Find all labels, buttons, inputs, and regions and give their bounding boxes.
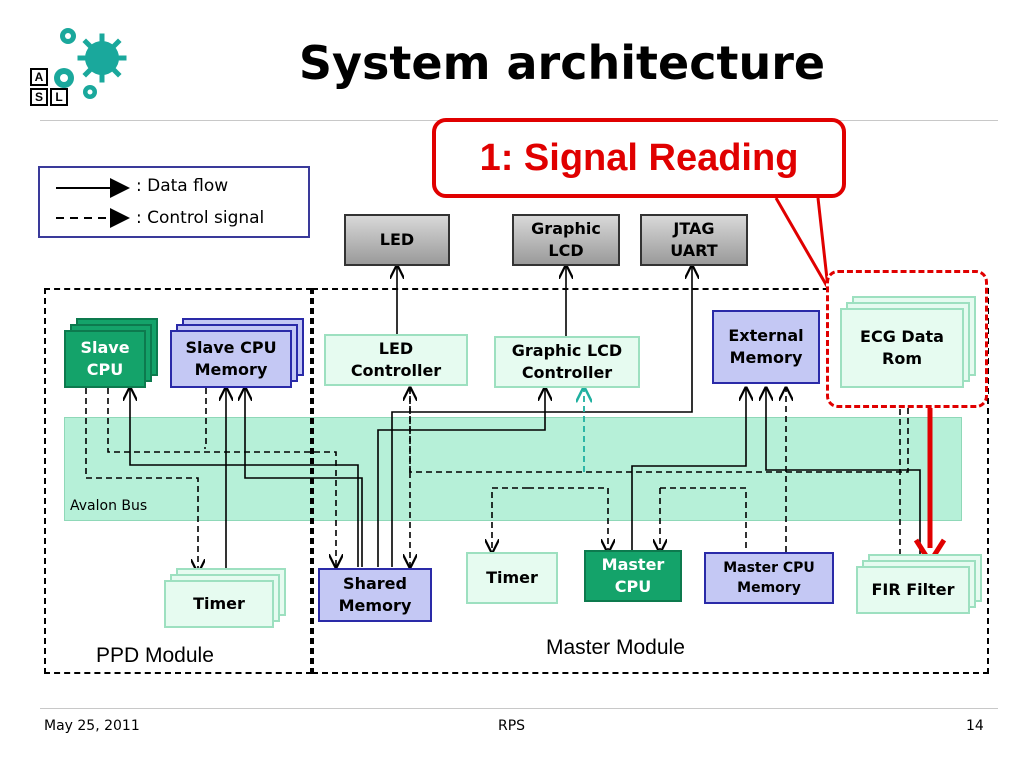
slide-title: System architecture (298, 36, 826, 90)
asl-logo: A S L (28, 22, 128, 112)
footer-center: RPS (498, 718, 526, 734)
fir-filter[interactable]: FIR Filter (856, 566, 970, 614)
footer-date: May 25, 2011 (44, 718, 140, 734)
logo-letter-l: L (50, 88, 68, 106)
legend-control-signal: : Control signal (136, 208, 265, 228)
footer-page-number: 14 (966, 718, 984, 734)
legend-data-flow: : Data flow (136, 176, 229, 196)
master-timer[interactable]: Timer (466, 552, 558, 604)
gear-icon (54, 28, 127, 99)
legend-arrows (56, 178, 130, 228)
master-module-border (312, 288, 989, 674)
signal-reading-callout: 1: Signal Reading (432, 118, 846, 198)
avalon-bus (64, 417, 962, 521)
ppd-timer[interactable]: Timer (164, 580, 274, 628)
logo-letter-s: S (30, 88, 48, 106)
ppd-module-border (44, 288, 312, 674)
led-peripheral[interactable]: LED (344, 214, 450, 266)
master-module-label: Master Module (546, 636, 685, 659)
bottom-divider (40, 708, 998, 709)
ppd-module-label: PPD Module (96, 644, 214, 667)
legend: : Data flow : Control signal (38, 166, 310, 238)
logo-letter-a: A (30, 68, 48, 86)
avalon-bus-label: Avalon Bus (70, 498, 148, 514)
